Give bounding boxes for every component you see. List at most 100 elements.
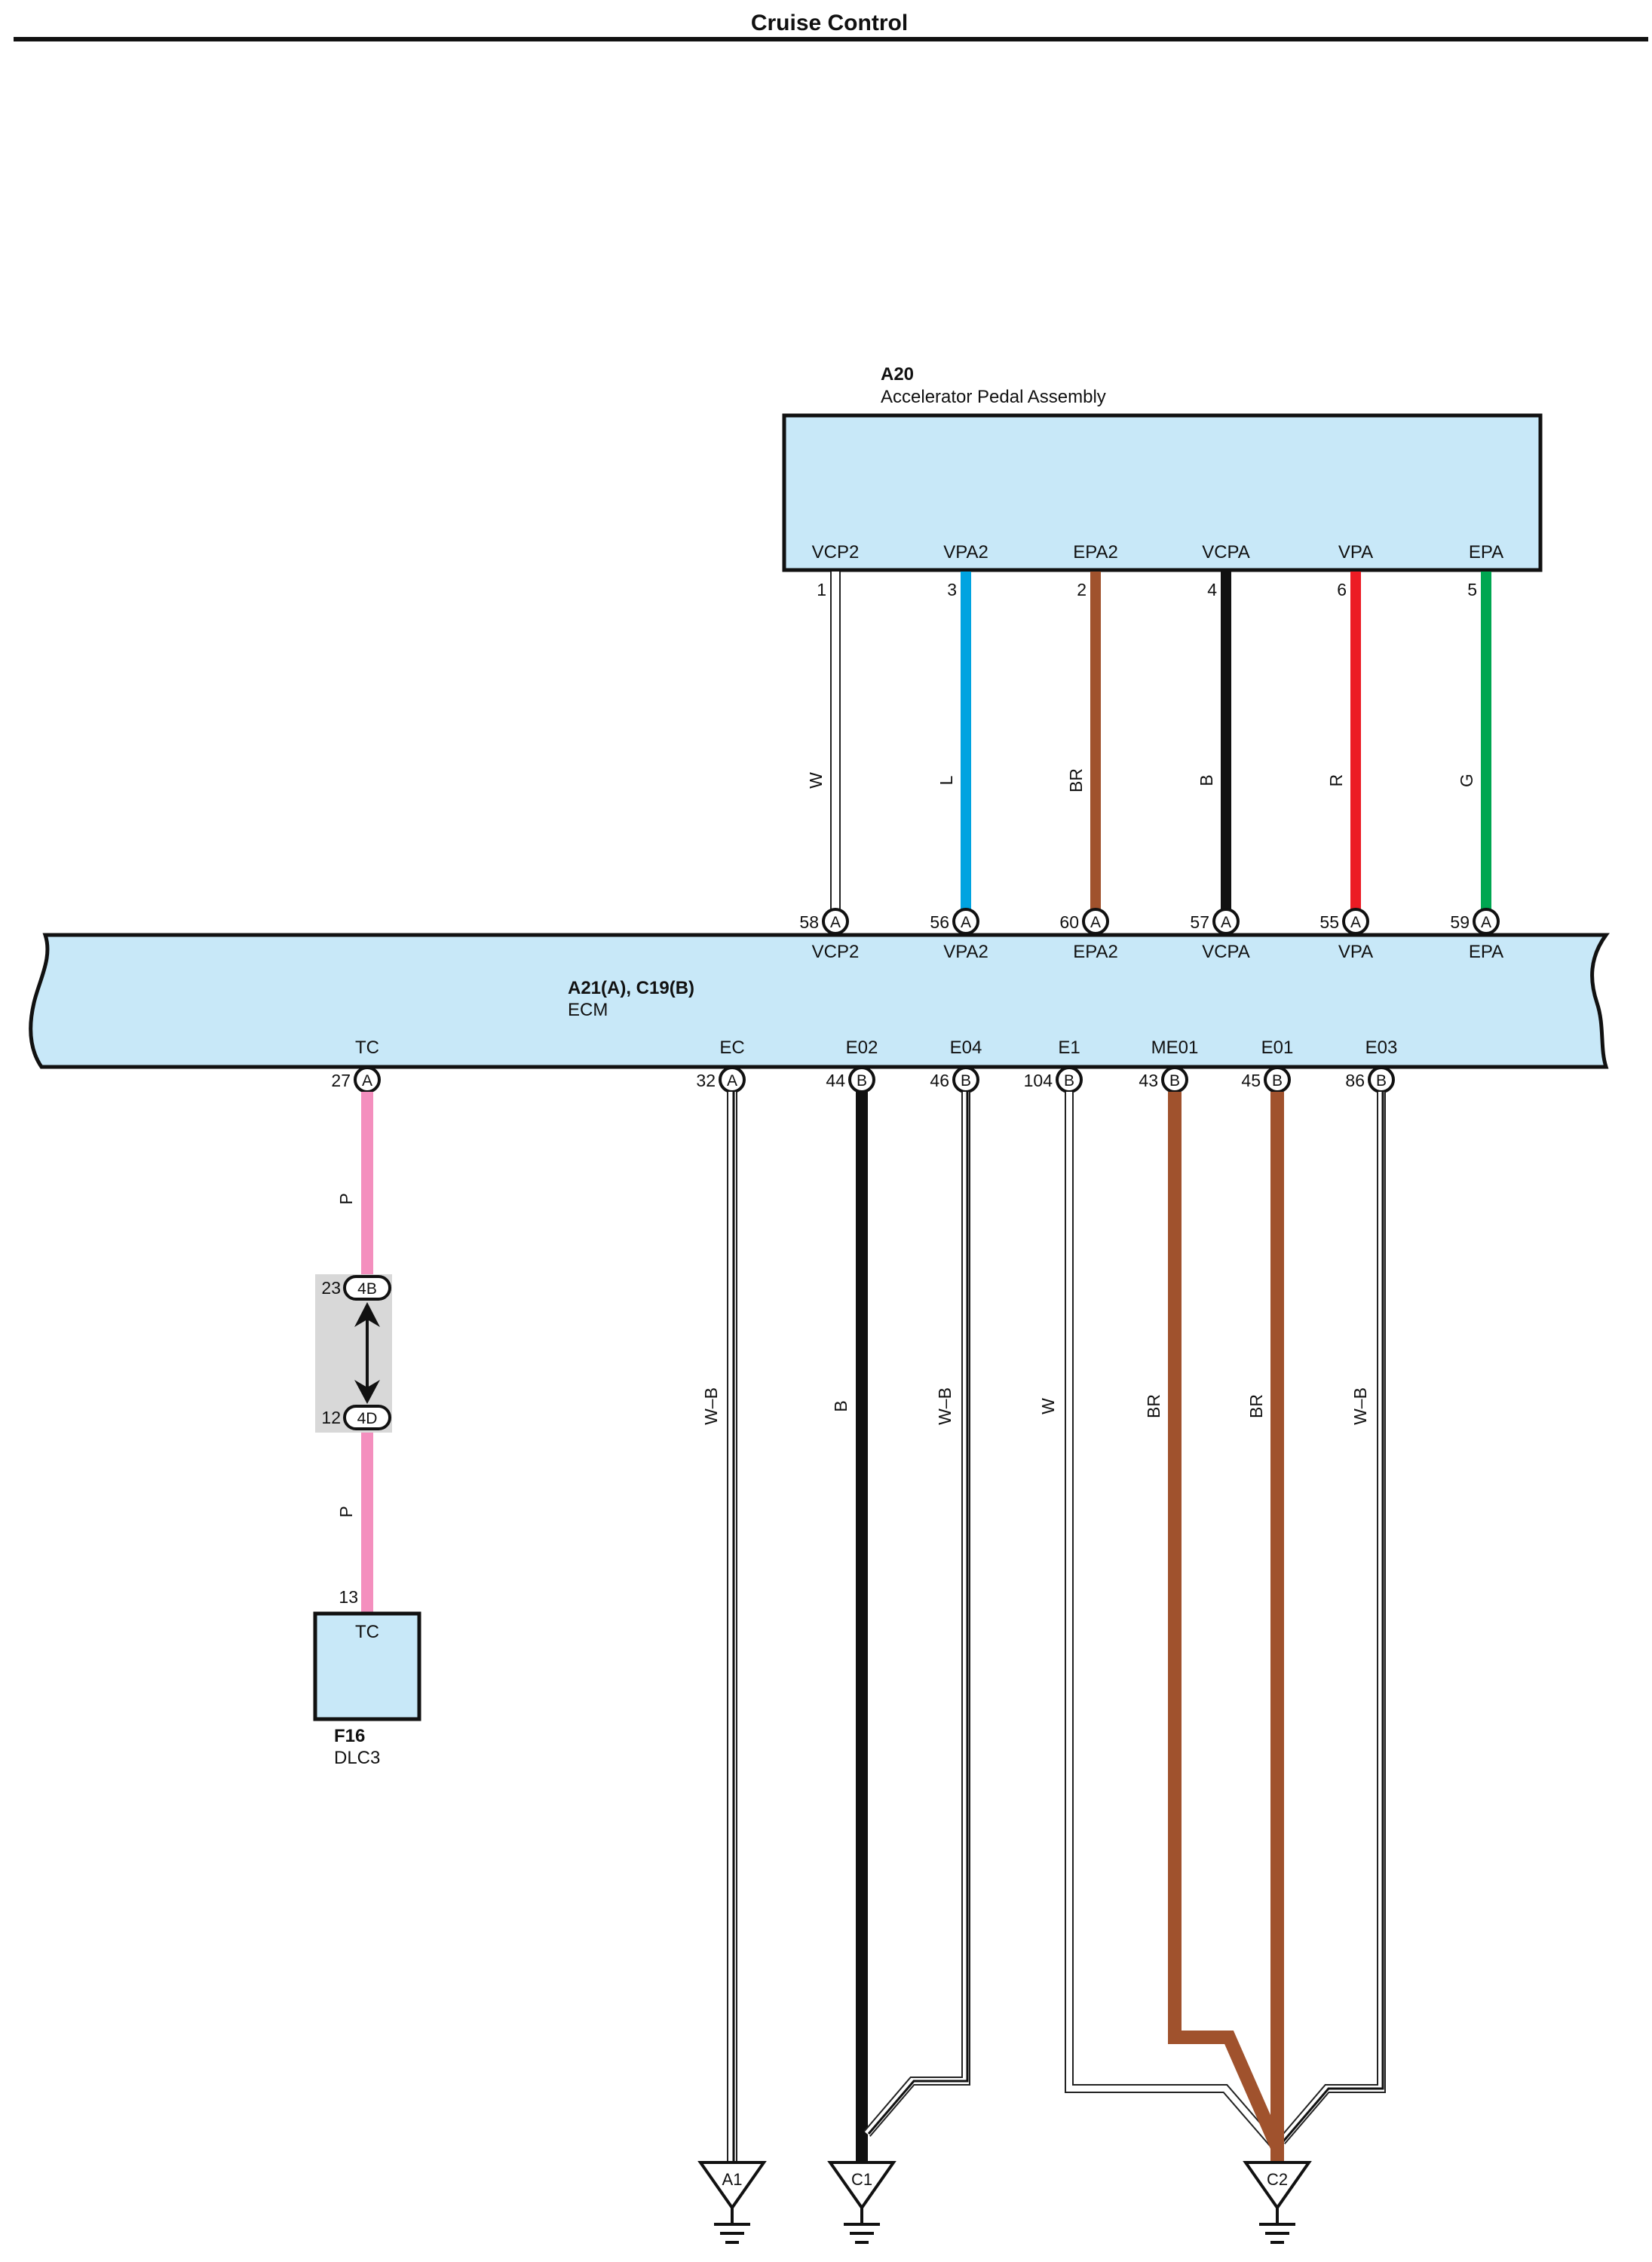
connector-letter: A <box>1350 914 1361 931</box>
pedal-pin-name: VPA <box>1338 542 1373 562</box>
pedal-pin-name: VCPA <box>1202 542 1250 562</box>
pedal-pin-name: VCP2 <box>812 542 860 562</box>
ecm-id: A21(A), C19(B) <box>568 978 694 998</box>
connector-letter: A <box>362 1072 372 1090</box>
wire-color-label: L <box>936 775 956 785</box>
ecm-pin-number: 58 <box>799 912 819 932</box>
ecm-connector-56: A <box>952 908 979 935</box>
ecm-name: ECM <box>568 1000 608 1020</box>
ecm-connector-60: A <box>1082 908 1109 935</box>
ecm-pin-name: E04 <box>950 1038 982 1058</box>
dlc-pin-name: TC <box>355 1622 379 1642</box>
wire-color-label: W–B <box>935 1387 955 1425</box>
ground-label: C1 <box>851 2170 872 2189</box>
wire-color-label: W <box>806 772 826 789</box>
connector-letter: A <box>1481 914 1491 931</box>
ecm-connector-43: B <box>1161 1066 1188 1093</box>
dlc-name: DLC3 <box>334 1748 380 1768</box>
connector-letter: B <box>857 1072 867 1090</box>
ecm-pin-name: TC <box>355 1038 379 1058</box>
connector-letter: A <box>727 1072 737 1090</box>
wire-color-label: BR <box>1246 1394 1266 1418</box>
wire-e04 <box>863 1092 970 2137</box>
ground-triangle <box>827 2161 896 2211</box>
ecm-pin-number: 104 <box>1024 1071 1053 1090</box>
dlc-pin-number: 13 <box>339 1587 358 1607</box>
ecm-pin-name: EC <box>719 1038 744 1058</box>
ecm-pin-number: 55 <box>1319 912 1339 932</box>
ground-c1: C1 <box>827 2161 896 2244</box>
wire-color-label: B <box>1197 774 1216 786</box>
wire-color-label: W <box>1038 1398 1058 1415</box>
pedal-pin-name: EPA <box>1469 542 1503 562</box>
junction-connector: 4B 23 4D 12 <box>315 1274 392 1433</box>
junction-top-label: 4B <box>357 1280 377 1298</box>
ecm-pin-number: 56 <box>930 912 949 932</box>
ecm-pin-name: VCPA <box>1202 942 1250 962</box>
wire-color-label: BR <box>1066 768 1086 792</box>
ecm-pin-number: 57 <box>1190 912 1209 932</box>
pedal-pin-name: EPA2 <box>1073 542 1118 562</box>
connector-letter: A <box>830 914 841 931</box>
wire-color-label: P <box>336 1193 356 1204</box>
junction-top-number: 23 <box>321 1278 341 1298</box>
pedal-pin-number: 6 <box>1337 580 1347 599</box>
ecm-connector-44: B <box>848 1066 875 1093</box>
ecm-connector-55: A <box>1342 908 1369 935</box>
ecm-pin-number: 60 <box>1059 912 1079 932</box>
ecm-pin-number: 59 <box>1450 912 1470 932</box>
ecm-connector-27: A <box>354 1066 381 1093</box>
pedal-box <box>782 413 1543 572</box>
wire-color-label: BR <box>1144 1394 1163 1418</box>
ecm-connector-57: A <box>1212 908 1240 935</box>
ground-label: C2 <box>1267 2170 1288 2189</box>
ecm-pin-number: 46 <box>930 1071 949 1090</box>
ecm-pin-name: E02 <box>846 1038 878 1058</box>
ecm-pin-name: EPA2 <box>1073 942 1118 962</box>
ecm-pin-number: 32 <box>696 1071 716 1090</box>
junction-arrow-up <box>354 1302 380 1327</box>
grounds: A1 C1 C2 <box>697 2161 1312 2244</box>
wire-e1 <box>1065 1092 1278 2148</box>
junction-bottom-label: 4D <box>357 1410 378 1427</box>
ecm-pin-name: ME01 <box>1151 1038 1199 1058</box>
pedal-id: A20 <box>881 364 914 385</box>
ecm-connector-59: A <box>1473 908 1500 935</box>
ecm-connector-32: A <box>719 1066 746 1093</box>
pedal-pin-number: 3 <box>947 580 957 599</box>
ground-a1: A1 <box>697 2161 767 2244</box>
ecm-pin-name: VPA <box>1338 942 1373 962</box>
ground-triangle <box>697 2161 767 2211</box>
page-title: Cruise Control <box>751 11 908 35</box>
pedal-pin-number: 1 <box>817 580 826 599</box>
wire-color-label: W–B <box>701 1387 721 1425</box>
pedal-pin-number: 2 <box>1077 580 1087 599</box>
ecm-pin-name: E1 <box>1058 1038 1080 1058</box>
ecm-pin-name: E03 <box>1365 1038 1398 1058</box>
dlc-box <box>313 1611 421 1721</box>
wire-me01 <box>1168 1092 1284 2150</box>
ecm-pin-name: VCP2 <box>812 942 860 962</box>
junction-bottom-pin: 4D <box>343 1405 391 1430</box>
ecm-pin-number: 86 <box>1345 1071 1365 1090</box>
connector-letter: A <box>1221 914 1231 931</box>
connector-letter: B <box>1169 1072 1180 1090</box>
ecm-pin-name: EPA <box>1469 942 1503 962</box>
ecm-pin-number: 43 <box>1139 1071 1158 1090</box>
junction-arrow-down <box>354 1380 380 1404</box>
junction-bottom-number: 12 <box>321 1408 341 1427</box>
ground-label: A1 <box>722 2170 743 2189</box>
pedal-name: Accelerator Pedal Assembly <box>881 387 1106 407</box>
wire-e03 <box>1278 1092 1386 2144</box>
connector-letter: A <box>1090 914 1101 931</box>
connector-letter: B <box>1064 1072 1074 1090</box>
wire-color-label: R <box>1326 774 1346 787</box>
ecm-connector-45: B <box>1264 1066 1291 1093</box>
connector-letter: B <box>961 1072 971 1090</box>
wire-color-label: P <box>336 1506 356 1517</box>
